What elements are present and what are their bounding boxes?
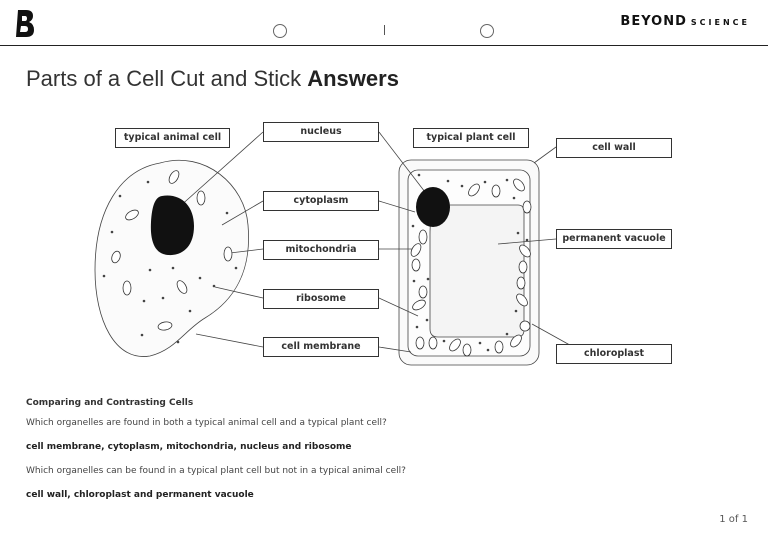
label-typical-plant-cell: typical plant cell — [413, 128, 529, 148]
animal-nucleus — [150, 195, 194, 256]
animal-mitochondria — [111, 170, 233, 331]
page-number: 1 of 1 — [719, 514, 748, 525]
plant-nucleus — [416, 187, 450, 227]
question-1: Which organelles are found in both a typ… — [26, 418, 387, 428]
label-cell-membrane: cell membrane — [263, 337, 379, 357]
question-2: Which organelles can be found in a typic… — [26, 466, 406, 476]
plant-chloroplasts — [410, 178, 532, 357]
punch-hole-icon — [480, 24, 494, 38]
label-permanent-vacuole: permanent vacuole — [556, 229, 672, 249]
animal-cell-membrane — [94, 159, 249, 357]
page-title: Parts of a Cell Cut and Stick Answers — [26, 66, 399, 91]
fold-mark — [384, 25, 385, 35]
label-cell-wall: cell wall — [556, 138, 672, 158]
answer-2: cell wall, chloroplast and permanent vac… — [26, 490, 254, 500]
permanent-vacuole-shape — [429, 204, 525, 338]
animal-ribosomes — [102, 180, 238, 344]
beyond-logo-icon — [16, 10, 34, 37]
label-chloroplast: chloroplast — [556, 344, 672, 364]
label-nucleus: nucleus — [263, 122, 379, 142]
label-cytoplasm: cytoplasm — [263, 191, 379, 211]
label-mitochondria: mitochondria — [263, 240, 379, 260]
label-ribosome: ribosome — [263, 289, 379, 309]
punch-hole-icon — [273, 24, 287, 38]
plant-ribosomes — [411, 173, 529, 352]
label-typical-animal-cell: typical animal cell — [115, 128, 230, 148]
answer-1: cell membrane, cytoplasm, mitochondria, … — [26, 442, 352, 452]
section-heading: Comparing and Contrasting Cells — [26, 398, 194, 408]
